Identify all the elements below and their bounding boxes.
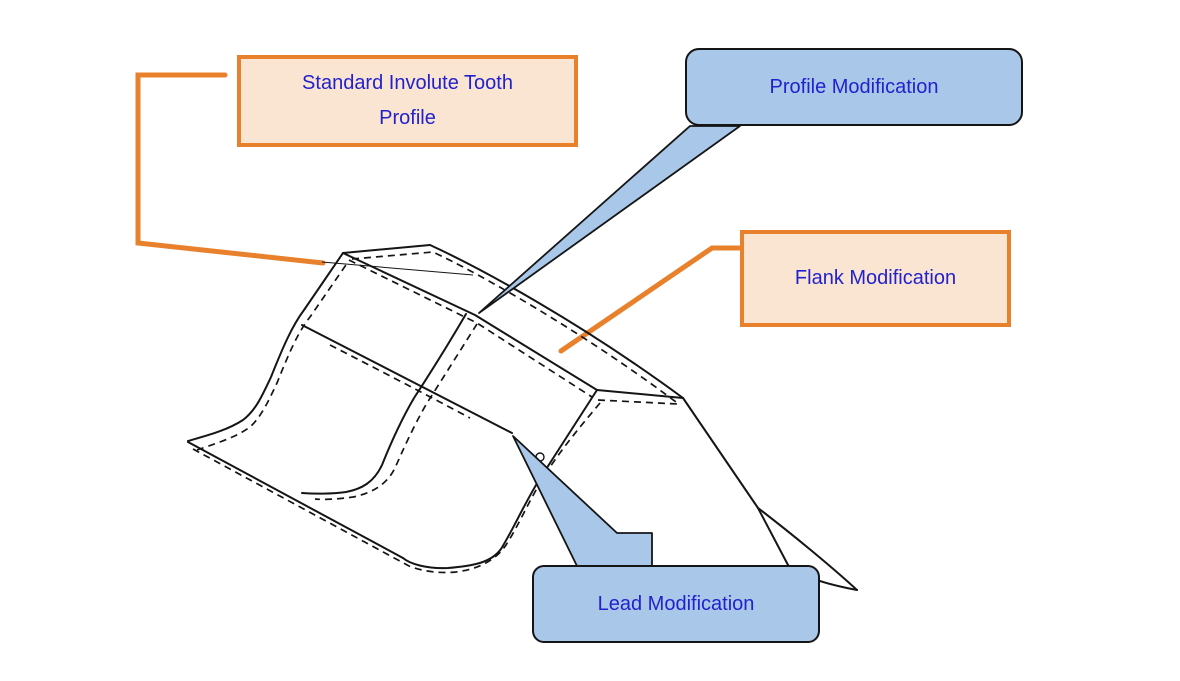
profile-callout-tail [478,125,741,314]
lead-modification-label: Lead Modification [597,592,755,615]
standard-involute-label-line1: Standard Involute Tooth [302,71,513,94]
profile-modification-label: Profile Modification [769,75,939,98]
flank-modification-label-box: Flank Modification [740,230,1011,327]
standard-involute-label-box: Standard Involute Tooth Profile [237,55,578,147]
modified-tooth-profile-dashed [192,251,679,574]
callout-tails [478,125,741,567]
lead-modification-callout: Lead Modification [532,565,820,643]
profile-modification-callout: Profile Modification [685,48,1023,126]
solid-tooth-outline [187,244,858,591]
lead-callout-tail [512,435,653,567]
standard-involute-label-line2: Profile [379,107,436,130]
standard-profile-leader-line [135,72,326,266]
original-thin-pointer-line [321,261,474,276]
leader-lines [135,72,743,354]
flank-modification-leader-line [558,245,743,354]
flank-modification-label: Flank Modification [794,267,957,289]
